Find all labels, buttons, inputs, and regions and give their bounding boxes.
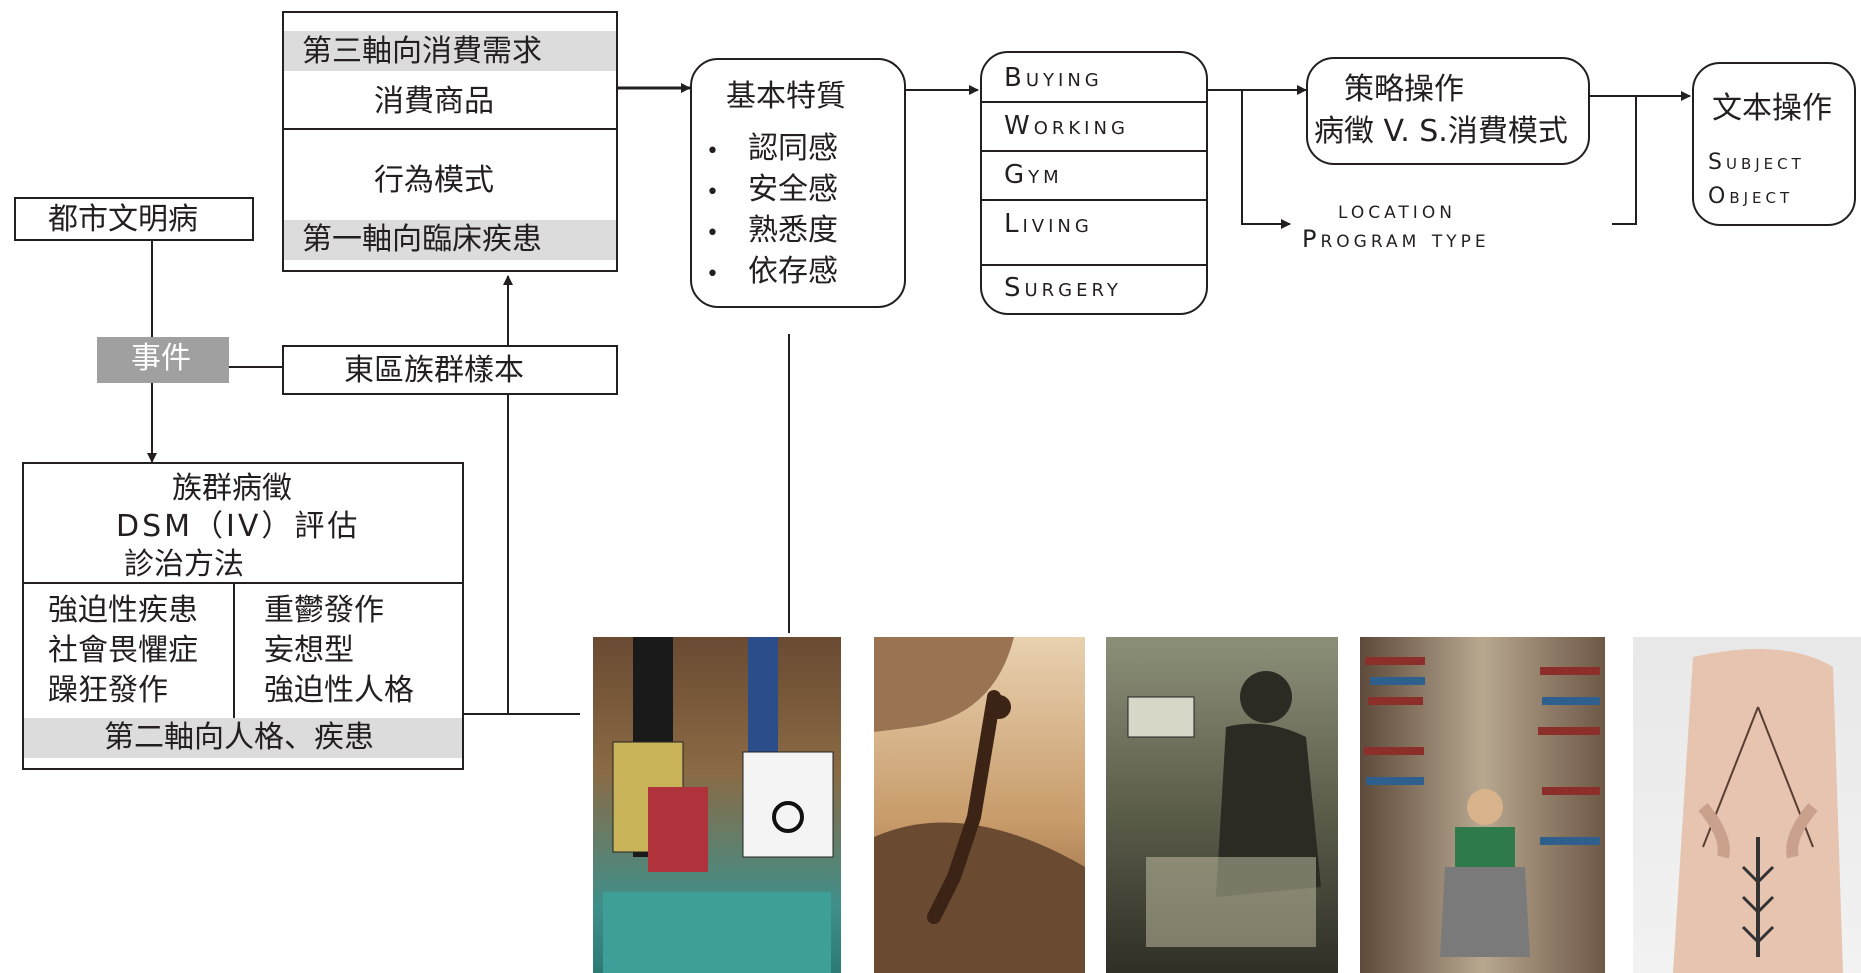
- object-label: Object: [1708, 184, 1794, 209]
- event-label: 事件: [131, 341, 191, 376]
- symptom-right-1: 重鬱發作: [264, 593, 384, 628]
- program-working: Working: [1004, 111, 1129, 141]
- trait-item: 安全感: [706, 171, 838, 212]
- text-operation-title: 文本操作: [1712, 91, 1832, 126]
- program-divider: [982, 199, 1206, 201]
- axis2-band: [24, 718, 462, 758]
- trait-item: 熟悉度: [706, 212, 838, 253]
- man-reading-in-books-icon: [1364, 657, 1600, 957]
- axis1-band: [284, 220, 616, 260]
- dsm-label: DSM（IV）評估: [116, 509, 361, 544]
- program-gym: Gym: [1004, 160, 1063, 190]
- shopping-bags-icon: [603, 637, 834, 973]
- symptom-divider: [24, 582, 462, 584]
- books-photo: [1360, 637, 1605, 973]
- strategy-title: 策略操作: [1344, 72, 1464, 107]
- axis1-label: 第一軸向臨床疾患: [302, 222, 542, 257]
- subject-label: Subject: [1708, 150, 1805, 175]
- east-district-sample-box: 東區族群樣本: [282, 345, 618, 395]
- location-label: location: [1338, 196, 1456, 224]
- axis3-band: [284, 31, 616, 71]
- shopping-photo: [593, 637, 841, 973]
- symptom-left-1: 強迫性疾患: [48, 593, 198, 628]
- trait-item: 依存感: [706, 253, 838, 294]
- behavior-mode-label: 行為模式: [374, 163, 494, 198]
- text-operation-box: 文本操作 Subject Object: [1692, 62, 1856, 226]
- symptom-title: 族群病徵: [172, 471, 292, 506]
- event-box: 事件: [97, 337, 229, 383]
- stitched-back-icon: [1673, 649, 1843, 973]
- consumer-goods-label: 消費商品: [374, 84, 494, 119]
- clinical-consumption-box: 第三軸向消費需求 消費商品 行為模式 第一軸向臨床疾患: [282, 11, 618, 272]
- symptom-right-2: 妄想型: [264, 633, 354, 668]
- clinical-divider: [284, 128, 616, 130]
- man-pushing-rock-icon: [874, 637, 1085, 973]
- program-divider: [982, 150, 1206, 152]
- program-list-box: Buying Working Gym Living Surgery: [980, 51, 1208, 315]
- symptom-box: 族群病徵 DSM（IV）評估 診治方法 強迫性疾患 社會畏懼症 躁狂發作 重鬱發…: [22, 462, 464, 770]
- man-on-phone-icon: [1127, 671, 1321, 947]
- urban-disease-box: 都市文明病: [14, 197, 254, 241]
- symptom-left-2: 社會畏懼症: [48, 633, 198, 668]
- surgery-photo: [1633, 637, 1861, 973]
- phone-photo: [1106, 637, 1338, 973]
- basic-traits-title: 基本特質: [726, 79, 846, 114]
- program-divider: [982, 264, 1206, 266]
- program-living: Living: [1004, 209, 1093, 239]
- program-buying: Buying: [1004, 63, 1103, 93]
- symptom-column-divider: [233, 582, 235, 718]
- axis3-label: 第三軸向消費需求: [302, 34, 542, 69]
- climbing-photo: [874, 637, 1085, 973]
- program-divider: [982, 101, 1206, 103]
- program-surgery: Surgery: [1004, 273, 1122, 303]
- strategy-subtitle: 病徵 V. S.消費模式: [1314, 114, 1568, 149]
- basic-traits-list: 認同感 安全感 熟悉度 依存感: [706, 130, 838, 294]
- basic-traits-box: 基本特質 認同感 安全感 熟悉度 依存感: [690, 58, 906, 308]
- symptom-right-3: 強迫性人格: [264, 673, 414, 708]
- symptom-left-3: 躁狂發作: [48, 673, 168, 708]
- treatment-label: 診治方法: [124, 547, 244, 582]
- program-type-label: Program type: [1302, 225, 1490, 253]
- strategy-box: 策略操作 病徵 V. S.消費模式: [1306, 57, 1590, 165]
- axis2-label: 第二軸向人格、疾患: [104, 720, 374, 755]
- urban-disease-label: 都市文明病: [48, 202, 198, 237]
- trait-item: 認同感: [706, 130, 838, 171]
- east-district-sample-label: 東區族群樣本: [344, 353, 524, 388]
